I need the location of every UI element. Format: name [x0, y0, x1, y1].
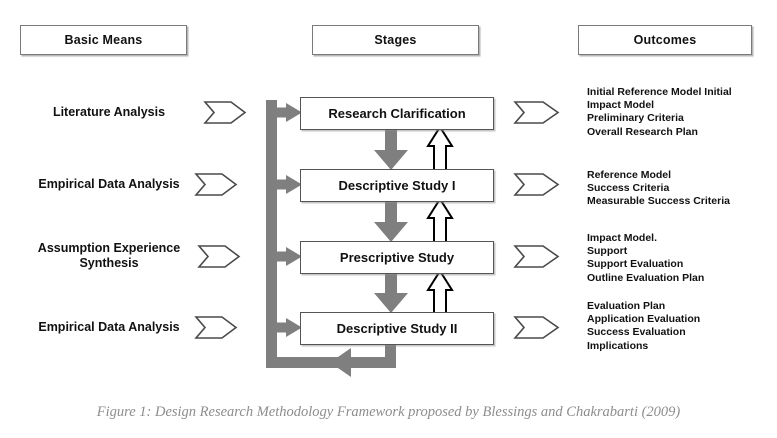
- figure-caption: Figure 1: Design Research Methodology Fr…: [96, 404, 681, 420]
- outcome-line: Implications: [587, 339, 649, 352]
- stage-label-0: Research Clarification: [328, 106, 466, 121]
- gray-arrow-down-icon-group: [374, 127, 408, 313]
- stage-label-3: Descriptive Study II: [336, 321, 458, 336]
- header-stages-label: Stages: [374, 33, 417, 47]
- pennant-arrow-right-icon: [197, 245, 241, 268]
- basic-means-item-2: Assumption Experience Synthesis: [14, 241, 204, 271]
- stage-box-research-clarification: Research Clarification: [300, 97, 494, 130]
- basic-means-label-0: Literature Analysis: [52, 105, 166, 119]
- outcome-line: Reference Model: [587, 169, 672, 181]
- stage-box-descriptive-study-ii: Descriptive Study II: [300, 312, 494, 345]
- basic-means-label-1: Empirical Data Analysis: [38, 177, 180, 191]
- outcome-line: Impact Model.: [587, 232, 658, 244]
- pennant-arrow-right-icon: [513, 245, 560, 268]
- header-basic-means-label: Basic Means: [64, 33, 143, 47]
- basic-means-item-3: Empirical Data Analysis: [14, 320, 204, 335]
- outcome-line: Success Criteria: [587, 182, 670, 195]
- outcome-line: Evaluation Plan: [587, 300, 666, 312]
- outcome-line: Success Evaluation: [587, 326, 686, 339]
- pennant-arrow-right-icon: [513, 101, 560, 124]
- header-outcomes-label: Outcomes: [633, 33, 697, 47]
- basic-means-label-2: Assumption Experience Synthesis: [37, 241, 181, 270]
- outline-arrow-up-icon-group: [426, 125, 454, 314]
- outcome-line: Impact Model: [587, 99, 655, 112]
- header-stages: Stages: [312, 25, 479, 55]
- outcome-line: Overall Research Plan: [587, 125, 698, 138]
- basic-means-item-0: Literature Analysis: [14, 105, 204, 120]
- stage-label-1: Descriptive Study I: [338, 178, 456, 193]
- outcome-line: Support Evaluation: [587, 258, 684, 271]
- outcome-block-2: Impact Model. Support Support Evaluation…: [587, 232, 777, 285]
- stage-box-descriptive-study-i: Descriptive Study I: [300, 169, 494, 202]
- outcome-line: Initial Reference Model Initial: [587, 86, 732, 98]
- outcome-line: Application Evaluation: [587, 313, 701, 326]
- outcome-line: Support: [587, 245, 628, 258]
- outcome-line: Preliminary Criteria: [587, 112, 684, 125]
- pennant-arrow-right-icon: [203, 101, 247, 124]
- spine-branch-arrows: [272, 103, 302, 337]
- basic-means-label-3: Empirical Data Analysis: [38, 320, 180, 334]
- pennant-arrow-right-icon: [513, 173, 560, 196]
- header-outcomes: Outcomes: [578, 25, 752, 55]
- outcome-block-1: Reference Model Success Criteria Measura…: [587, 169, 777, 209]
- stage-box-prescriptive-study: Prescriptive Study: [300, 241, 494, 274]
- pennant-arrow-right-icon: [513, 316, 560, 339]
- outcome-line: Measurable Success Criteria: [587, 195, 730, 208]
- header-basic-means: Basic Means: [20, 25, 187, 55]
- outcome-block-0: Initial Reference Model Initial Impact M…: [587, 86, 777, 139]
- outcome-block-3: Evaluation Plan Application Evaluation S…: [587, 300, 777, 353]
- basic-means-item-1: Empirical Data Analysis: [14, 177, 204, 192]
- outcome-line: Outline Evaluation Plan: [587, 271, 705, 284]
- stage-label-2: Prescriptive Study: [339, 250, 455, 265]
